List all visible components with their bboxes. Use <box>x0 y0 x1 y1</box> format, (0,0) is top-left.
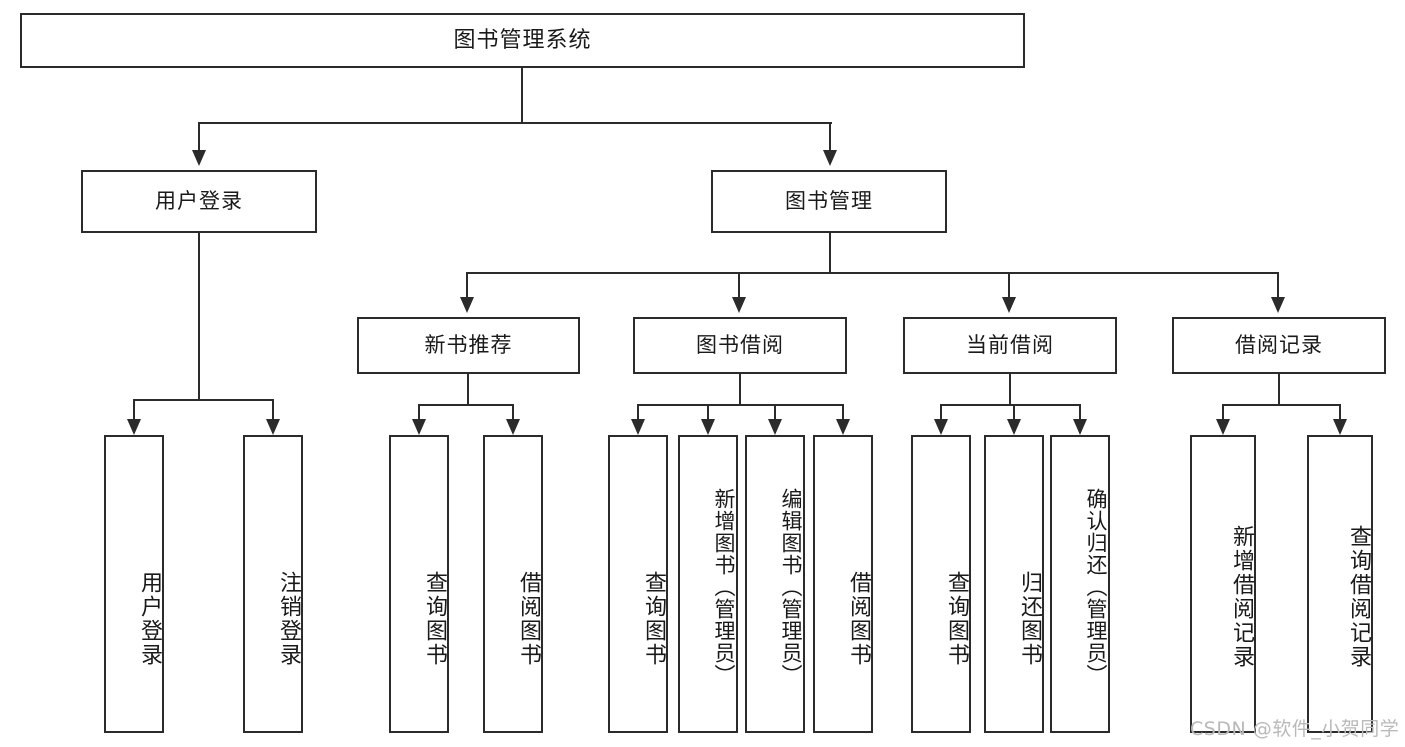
node-leaf-return-book[interactable]: 归还图书 <box>984 435 1044 733</box>
node-leaf-query-book-1[interactable]: 查询图书 <box>389 435 449 733</box>
connector-nbr-stem <box>467 374 469 405</box>
node-label: 查询图书 <box>944 571 969 667</box>
node-leaf-query-book-3[interactable]: 查询图书 <box>911 435 971 733</box>
arrow-to-leaf-return-book <box>1007 419 1021 435</box>
arrow-to-leaf-query-book-2 <box>631 419 645 435</box>
node-label: 新书推荐 <box>424 333 513 358</box>
connector-book-manage-bus <box>466 272 1279 274</box>
node-label: 图书管理 <box>785 189 873 214</box>
node-leaf-query-borrow-record[interactable]: 查询借阅记录 <box>1307 435 1373 733</box>
connector-bm-drop-2 <box>738 272 740 297</box>
connector-bm-drop-3 <box>1008 272 1010 297</box>
connector-nbr-bus <box>418 404 513 406</box>
connector-br-stem <box>1278 374 1280 405</box>
connector-cb-drop-3 <box>1079 404 1081 419</box>
connector-cb-drop-1 <box>940 404 942 419</box>
node-label: 注销登录 <box>276 571 301 667</box>
connector-br-drop-1 <box>1222 404 1224 419</box>
connector-nbr-drop-2 <box>512 404 514 419</box>
arrow-to-leaf-query-book-1 <box>412 419 426 435</box>
node-label: 查询图书 <box>641 571 666 667</box>
node-leaf-add-borrow-record[interactable]: 新增借阅记录 <box>1190 435 1256 733</box>
connector-nbr-drop-1 <box>418 404 420 419</box>
node-borrow-record[interactable]: 借阅记录 <box>1172 317 1386 374</box>
node-label: 当前借阅 <box>966 333 1054 358</box>
connector-root-to-user-login <box>198 122 200 150</box>
node-user-login[interactable]: 用户登录 <box>81 170 317 233</box>
node-label: 图书借阅 <box>696 333 784 358</box>
node-label: 用户登录 <box>155 189 243 214</box>
arrow-to-leaf-add-borrow-record <box>1216 419 1230 435</box>
connector-bb-bus <box>637 404 843 406</box>
arrow-to-new-book-recommend <box>460 297 474 313</box>
connector-br-bus <box>1222 404 1340 406</box>
node-new-book-recommend[interactable]: 新书推荐 <box>357 317 580 374</box>
connector-cb-drop-2 <box>1013 404 1015 419</box>
arrow-to-leaf-borrow-book-2 <box>836 419 850 435</box>
node-leaf-edit-book-admin[interactable]: 编辑图书（管理员） <box>745 435 805 733</box>
node-label: 借阅记录 <box>1235 333 1323 358</box>
node-label: 新增图书（管理员） <box>712 488 736 686</box>
connector-root-stem <box>521 68 523 123</box>
arrow-to-leaf-query-book-3 <box>934 419 948 435</box>
connector-cb-stem <box>1009 374 1011 405</box>
arrow-root-to-user-login <box>192 150 206 166</box>
arrow-to-leaf-edit-book-admin <box>768 419 782 435</box>
node-label: 确认归还（管理员） <box>1084 488 1108 686</box>
connector-bb-drop-2 <box>707 404 709 419</box>
node-leaf-user-login[interactable]: 用户登录 <box>104 435 164 733</box>
arrow-to-borrow-record <box>1271 297 1285 313</box>
node-leaf-add-book-admin[interactable]: 新增图书（管理员） <box>678 435 738 733</box>
arrow-to-leaf-add-book-admin <box>701 419 715 435</box>
connector-cb-bus <box>940 404 1080 406</box>
arrow-to-leaf-query-borrow-record <box>1333 419 1347 435</box>
arrow-to-leaf-borrow-book-1 <box>506 419 520 435</box>
node-leaf-borrow-book-2[interactable]: 借阅图书 <box>813 435 873 733</box>
connector-bm-drop-4 <box>1277 272 1279 297</box>
connector-user-login-drop-2 <box>272 399 274 419</box>
node-book-borrow[interactable]: 图书借阅 <box>633 317 847 374</box>
node-label: 用户登录 <box>137 571 162 667</box>
connector-bb-drop-3 <box>774 404 776 419</box>
arrow-to-current-borrow <box>1002 297 1016 313</box>
arrow-to-book-borrow <box>732 297 746 313</box>
node-leaf-borrow-book-1[interactable]: 借阅图书 <box>483 435 543 733</box>
node-leaf-logout-login[interactable]: 注销登录 <box>243 435 303 733</box>
connector-bb-drop-1 <box>637 404 639 419</box>
connector-user-login-stem <box>198 233 200 400</box>
arrow-to-leaf-user-login <box>127 419 141 435</box>
arrow-to-leaf-logout-login <box>266 419 280 435</box>
node-label: 编辑图书（管理员） <box>779 488 803 686</box>
connector-bm-drop-1 <box>466 272 468 297</box>
node-current-borrow[interactable]: 当前借阅 <box>903 317 1117 374</box>
node-label: 借阅图书 <box>846 571 871 667</box>
node-leaf-query-book-2[interactable]: 查询图书 <box>608 435 668 733</box>
connector-user-login-bus <box>133 399 274 401</box>
node-label: 新增借阅记录 <box>1229 525 1254 669</box>
node-label: 查询借阅记录 <box>1346 525 1371 669</box>
connector-bb-stem <box>739 374 741 405</box>
node-book-manage[interactable]: 图书管理 <box>711 170 947 233</box>
connector-root-to-book-manage <box>829 122 831 150</box>
connector-br-drop-2 <box>1339 404 1341 419</box>
node-label: 归还图书 <box>1017 571 1042 667</box>
connector-bb-drop-4 <box>842 404 844 419</box>
connector-root-bus <box>198 122 832 124</box>
arrow-to-leaf-confirm-return <box>1073 419 1087 435</box>
connector-book-manage-stem <box>829 233 831 273</box>
node-label: 查询图书 <box>422 571 447 667</box>
node-label: 图书管理系统 <box>453 27 592 53</box>
node-label: 借阅图书 <box>516 571 541 667</box>
arrow-root-to-book-manage <box>823 150 837 166</box>
node-book-management-system[interactable]: 图书管理系统 <box>20 13 1025 68</box>
node-leaf-confirm-return[interactable]: 确认归还（管理员） <box>1050 435 1110 733</box>
connector-user-login-drop-1 <box>133 399 135 419</box>
